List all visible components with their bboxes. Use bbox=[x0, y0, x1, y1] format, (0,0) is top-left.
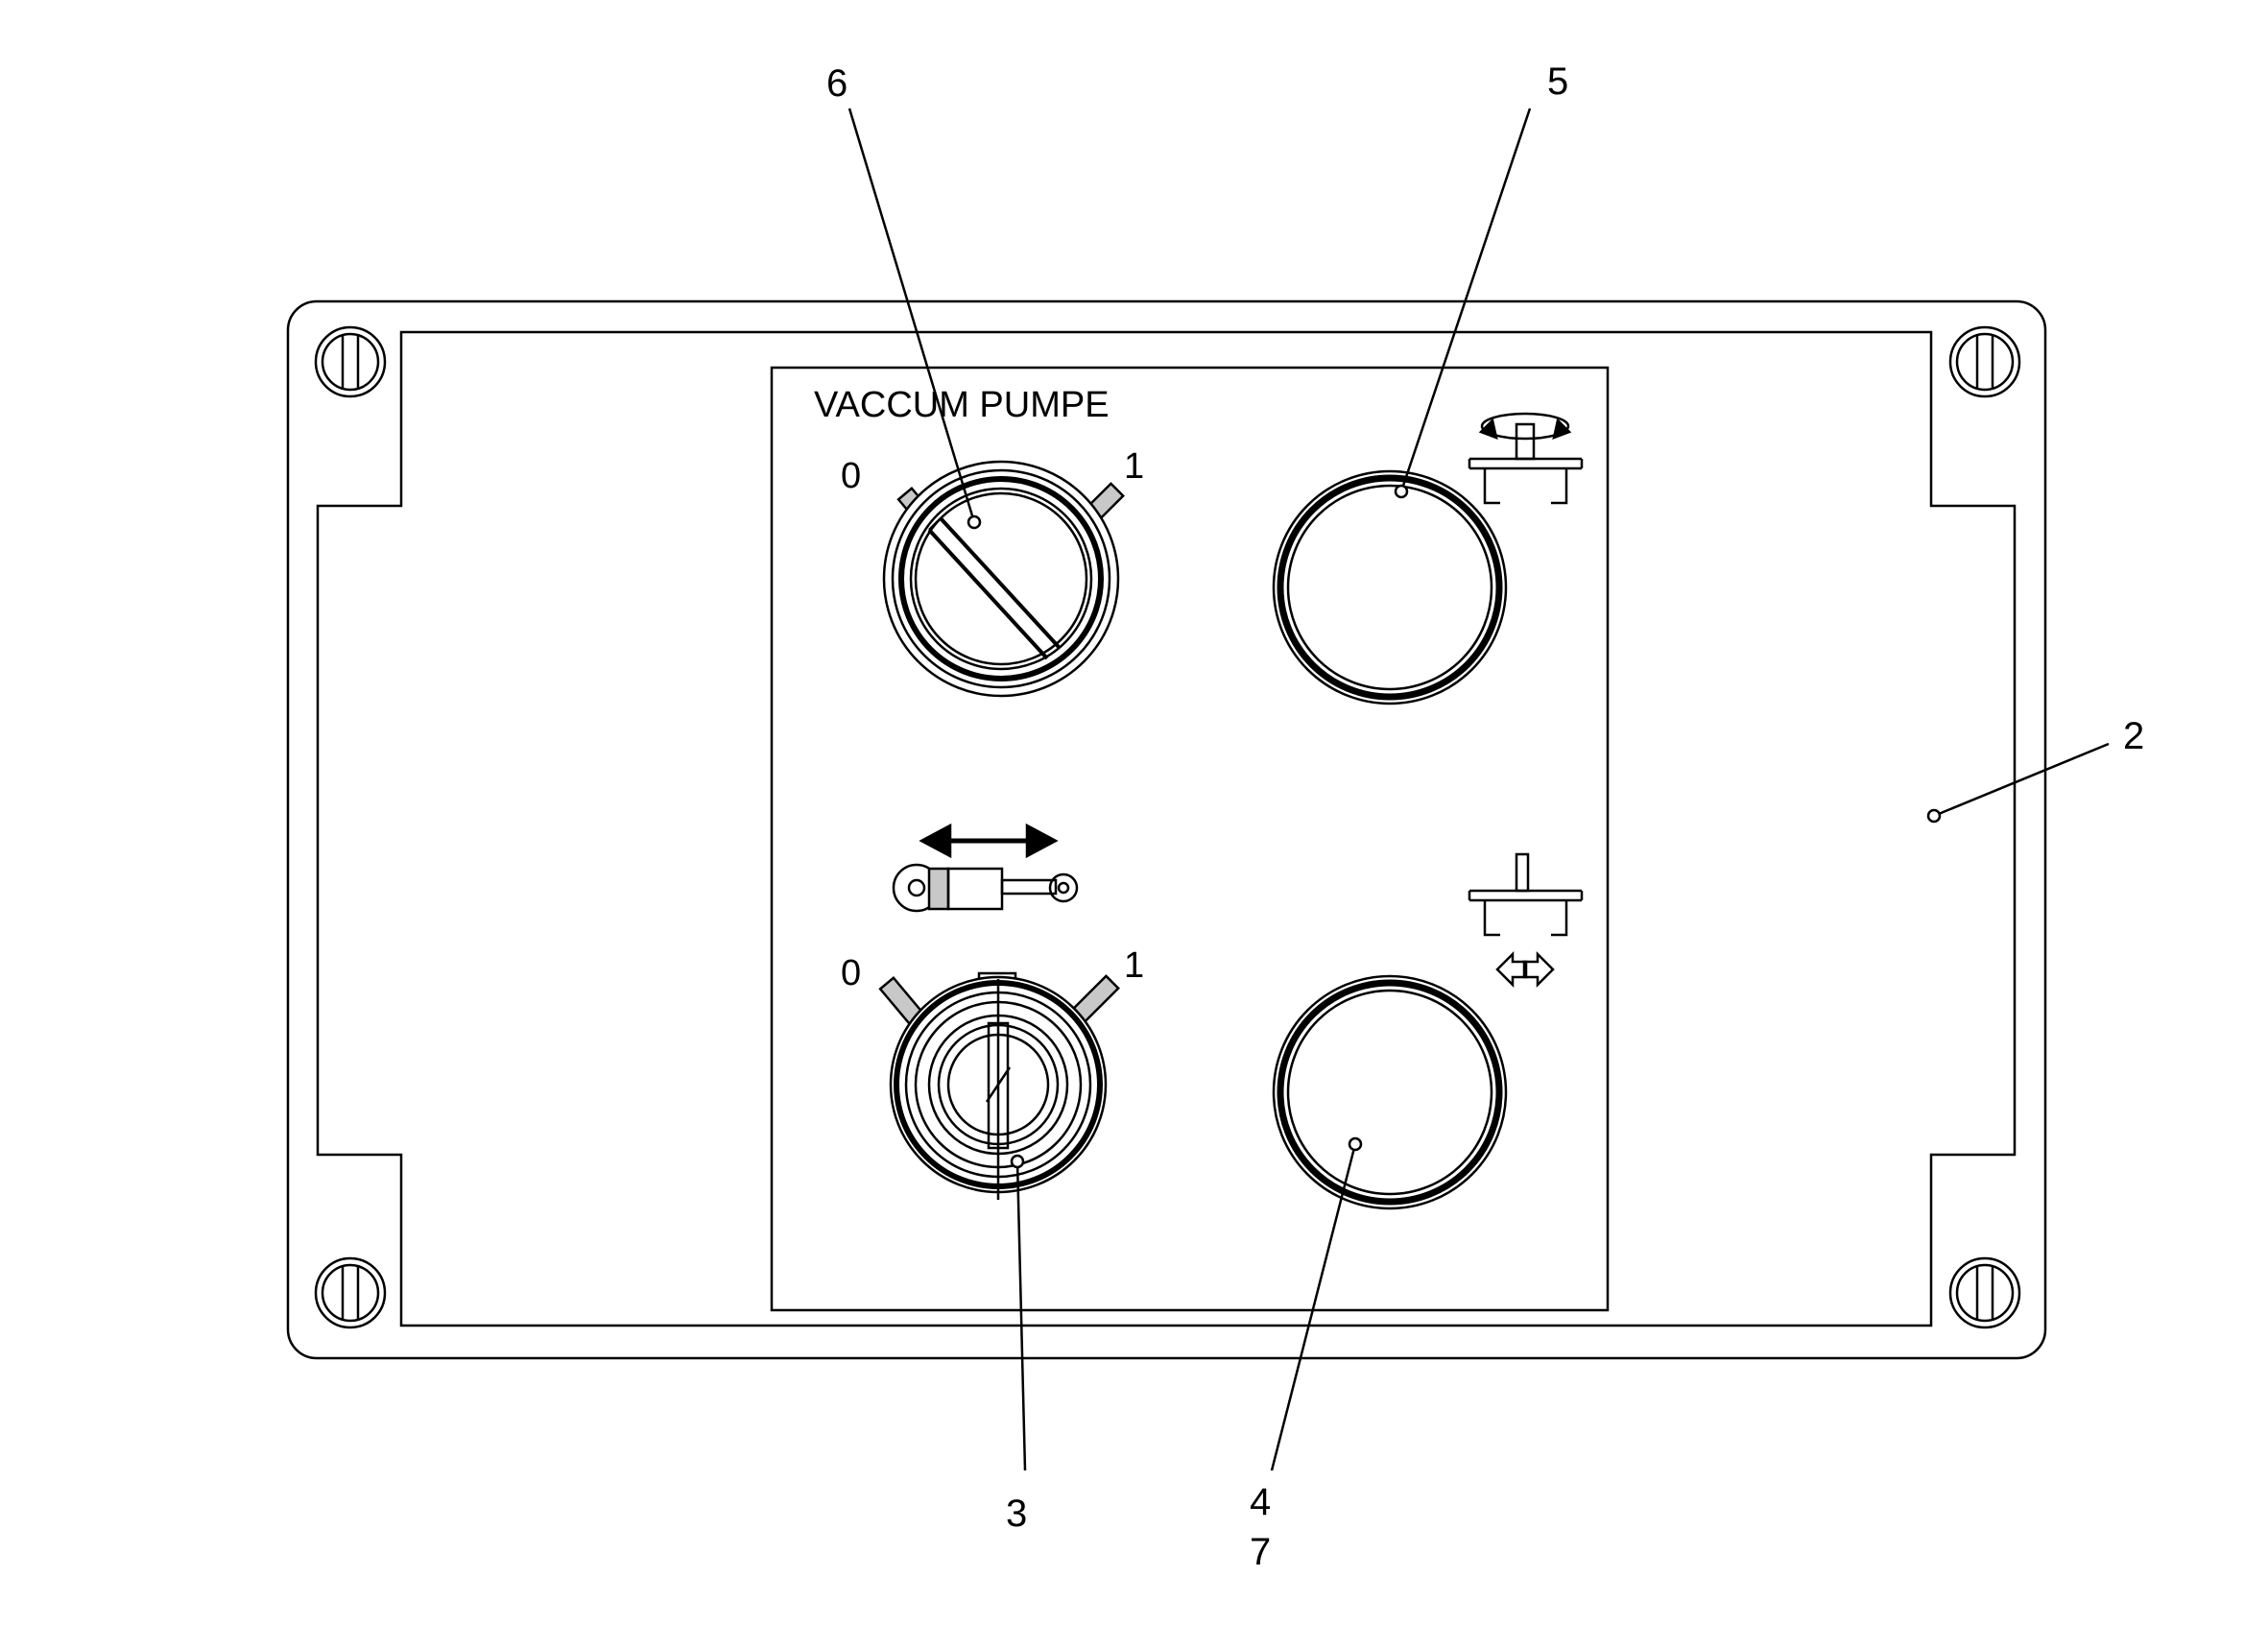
enclosure-inner-flange bbox=[316, 330, 2017, 1327]
callout-2: 2 bbox=[2123, 715, 2144, 757]
leader-dot-4 bbox=[1348, 1136, 1363, 1152]
callout-5: 5 bbox=[1547, 60, 1568, 103]
leader-dot-5 bbox=[1394, 484, 1409, 499]
cylinder-switch-pos-0: 0 bbox=[841, 953, 861, 993]
callout-6: 6 bbox=[826, 62, 848, 105]
leader-line-5 bbox=[1399, 108, 1532, 492]
leader-line-4 bbox=[1270, 1143, 1357, 1471]
vacuum-pump-selector-switch[interactable] bbox=[882, 460, 1125, 698]
leader-dot-3 bbox=[1010, 1154, 1025, 1169]
callout-7: 7 bbox=[1250, 1531, 1271, 1573]
vacuum-switch-pos-0: 0 bbox=[841, 456, 861, 496]
cylinder-switch-pos-1: 1 bbox=[1124, 945, 1144, 986]
gripper-pushbutton[interactable] bbox=[1272, 974, 1508, 1210]
rotate-gripper-icon bbox=[1468, 412, 1584, 505]
panel-title: VACCUM PUMPE bbox=[814, 385, 1110, 425]
enclosure-outer bbox=[286, 299, 2047, 1360]
screw-top-left bbox=[314, 325, 387, 398]
leader-dot-2 bbox=[1926, 808, 1942, 824]
callout-3: 3 bbox=[1006, 1493, 1027, 1535]
label-plate bbox=[770, 366, 1610, 1312]
screw-top-right bbox=[1948, 325, 2021, 398]
vacuum-switch-pos-1: 1 bbox=[1124, 446, 1144, 487]
screw-bottom-left bbox=[314, 1256, 387, 1329]
leader-line-3 bbox=[1015, 1160, 1027, 1471]
callout-4: 4 bbox=[1250, 1481, 1271, 1523]
leader-line-2 bbox=[1933, 742, 2110, 818]
gripper-open-close-icon bbox=[1468, 852, 1584, 989]
rotate-pushbutton[interactable] bbox=[1272, 469, 1508, 705]
pneumatic-cylinder-icon bbox=[892, 823, 1079, 913]
leader-dot-6 bbox=[967, 514, 982, 530]
leader-line-6 bbox=[848, 108, 976, 523]
cylinder-key-selector-switch[interactable] bbox=[878, 971, 1120, 1200]
screw-bottom-right bbox=[1948, 1256, 2021, 1329]
